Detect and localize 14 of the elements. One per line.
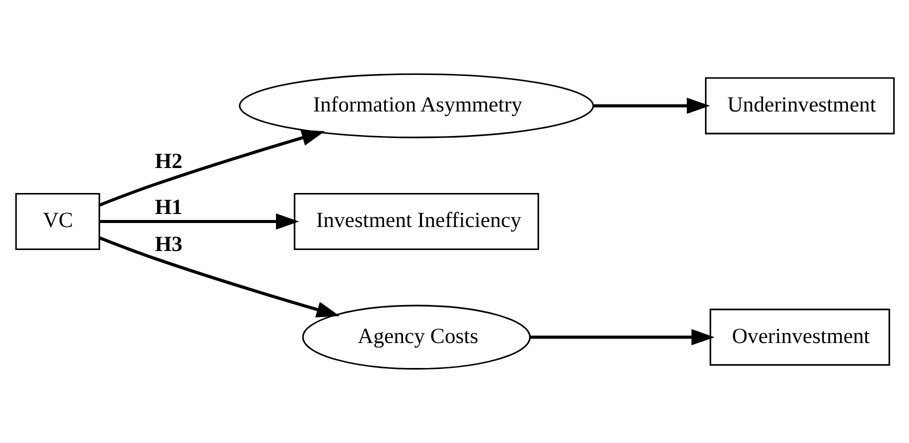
arrow bbox=[593, 98, 710, 114]
edge-label: H3 bbox=[154, 232, 182, 256]
arrow bbox=[100, 213, 299, 230]
edge-label: H2 bbox=[154, 148, 182, 173]
node-box: VC bbox=[14, 192, 100, 250]
node-ellipse: Agency Costs bbox=[302, 304, 530, 370]
node-ellipse: Information Asymmetry bbox=[238, 73, 594, 138]
arrow bbox=[98, 130, 324, 207]
node-box: Overinvestment bbox=[709, 308, 890, 366]
arrow bbox=[530, 329, 714, 346]
node-box: Underinvestment bbox=[704, 77, 894, 134]
node-box: Investment Inefficiency bbox=[293, 192, 539, 250]
edge-label: H1 bbox=[154, 195, 182, 220]
arrow bbox=[98, 236, 340, 318]
